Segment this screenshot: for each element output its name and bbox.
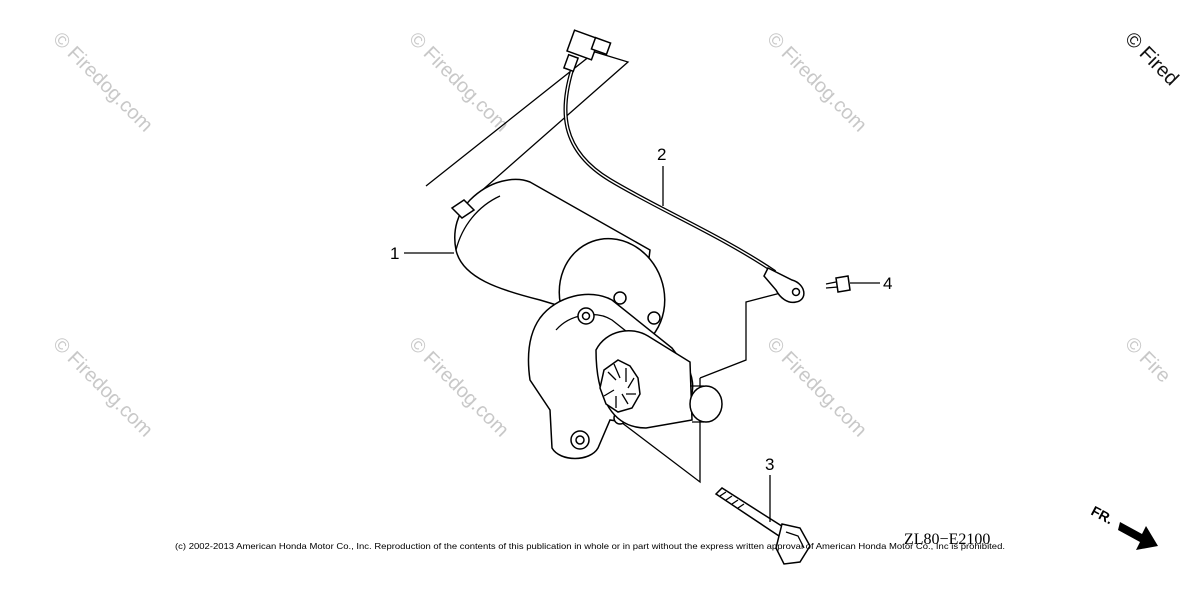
watermark: © Firedog.com: [404, 28, 513, 137]
direction-label: FR.: [1089, 503, 1116, 528]
cable-clip: [450, 199, 476, 219]
callout-label-2: 2: [657, 145, 666, 164]
watermark: © Fired: [1120, 28, 1180, 90]
watermark: © Firedog.com: [762, 28, 871, 137]
front-direction-indicator: FR.: [1089, 503, 1158, 550]
callout-label-3: 3: [765, 455, 774, 474]
pinion-gear: [599, 359, 641, 413]
watermark: © Firedog.com: [48, 28, 157, 137]
cable-terminal: [763, 266, 805, 304]
mounting-bolt: [714, 487, 811, 565]
copyright-notice: (c) 2002-2013 American Honda Motor Co., …: [175, 541, 1005, 551]
bolt-head: [775, 523, 811, 565]
callouts: 1 2 4 3: [390, 145, 892, 522]
starter-motor: [450, 178, 723, 460]
diagram-code: ZL80−E2100: [904, 531, 990, 548]
terminal-screw: [825, 275, 851, 293]
watermark: © Firedog.com: [762, 333, 871, 442]
pinion-shaft-end: [689, 385, 723, 423]
callout-label-4: 4: [883, 274, 892, 293]
callout-label-1: 1: [390, 244, 399, 263]
watermark: © Fire: [1120, 333, 1174, 387]
watermark: © Firedog.com: [48, 333, 157, 442]
starter-cable: [562, 29, 805, 304]
arrow-right-icon: [1118, 522, 1158, 550]
watermark: © Firedog.com: [404, 333, 513, 442]
